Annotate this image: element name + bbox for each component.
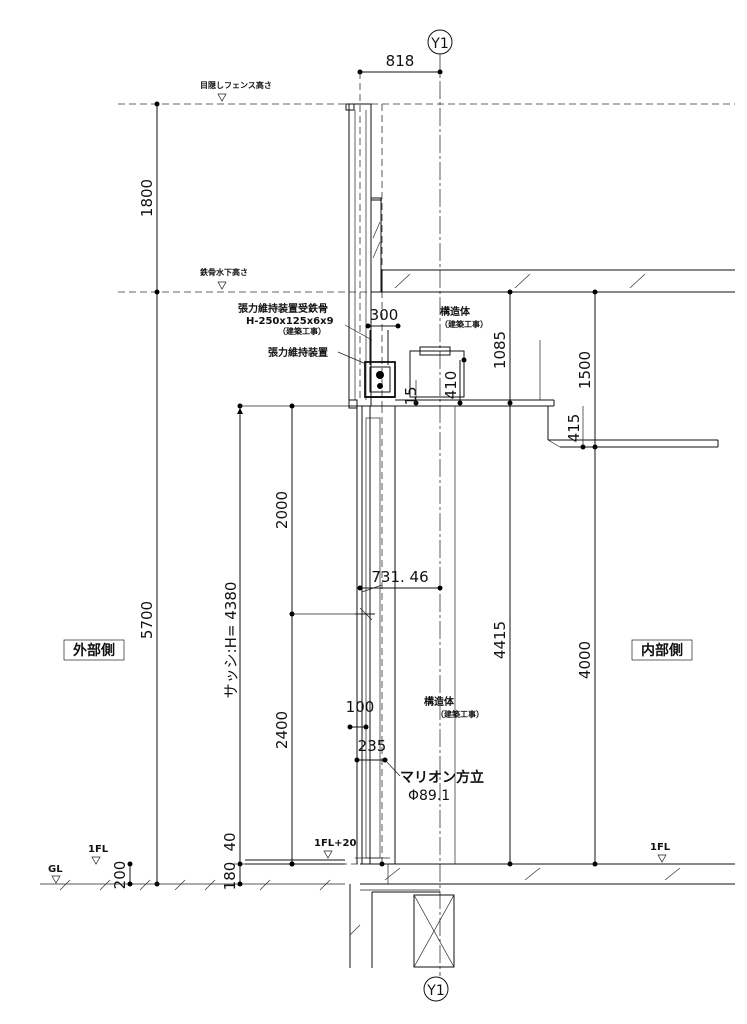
svg-text:2000: 2000 [273,491,291,529]
fl-right-label: 1FL [650,842,671,853]
dim-bottom: 200 180 40 [111,832,243,890]
slab-right: 415 [547,406,719,450]
fence-height-label: 目隠しフェンス高さ [200,80,272,90]
grid-label-bottom: Y1 [426,983,444,999]
svg-text:4000: 4000 [576,641,594,679]
dim-1085-1500: 1085 1500 [491,289,598,447]
tension-beam-label: 張力維持装置受鉄骨 [238,302,328,315]
svg-text:1500: 1500 [576,351,594,389]
dim-100-235: 100 235 マリオン方立 Φ89.1 [346,698,484,804]
gl-label: GL [48,864,63,875]
svg-text:40: 40 [221,832,239,851]
foundation [349,884,455,968]
structure-mid-label: 構造体 [424,695,455,708]
sash-height-label: サッシ:H= 4380 [222,582,240,699]
gl-fl-markers: GL 1FL 1FL+20 1FL [48,838,671,884]
svg-text:415: 415 [565,414,583,443]
tension-device-label: 張力維持装置 [268,346,328,359]
svg-text:300: 300 [370,306,399,324]
structure-upper: 構造体 （建築工事） [395,305,555,407]
sash-column [348,399,395,864]
svg-text:1800: 1800 [138,179,156,217]
ground-hatch [59,879,345,891]
tension-labels: 張力維持装置受鉄骨 H-250x125x6x9 （建築工事） 張力維持装置 [238,302,373,365]
level-marker-steel: 鉄骨水下高さ [200,267,248,290]
tension-beam-note: （建築工事） [278,326,326,336]
dim-410-15: 410 15 [402,360,461,406]
svg-text:180: 180 [221,862,239,891]
side-labels: 外部側 内部側 [63,639,693,661]
fl-left-label: 1FL [88,844,109,855]
steel-underside-label: 鉄骨水下高さ [200,267,248,277]
svg-text:4415: 4415 [491,621,509,659]
structure-mid-note: （建築工事） [436,709,484,719]
svg-text:731. 46: 731. 46 [371,568,428,586]
floor-slab [237,857,735,891]
exterior-label: 外部側 [73,642,115,659]
svg-text:1085: 1085 [491,331,509,369]
interior-label: 内部側 [641,642,683,659]
fl-plus20-label: 1FL+20 [314,838,356,849]
svg-text:410: 410 [442,371,460,400]
tension-beam [364,330,396,398]
svg-text:200: 200 [111,861,129,890]
grid-line-y1: Y1 Y1 [423,29,453,1002]
dim-300: 300 [365,306,401,329]
structure-middle: 構造体 （建築工事） [394,406,484,864]
mullion-label: マリオン方立 [400,769,484,786]
dim-sash: サッシ:H= 4380 2000 2400 [222,403,360,867]
structure-top-label: 構造体 [440,305,471,318]
svg-text:2400: 2400 [273,711,291,749]
structure-top-note: （建築工事） [440,319,488,329]
grid-label-top: Y1 [430,36,448,52]
svg-text:235: 235 [358,737,387,755]
mullion-size: Φ89.1 [408,788,450,804]
dim-4415-4000: 4415 4000 [491,403,598,867]
level-marker-fence: 目隠しフェンス高さ [200,80,272,102]
svg-text:15: 15 [402,386,420,405]
dim-818: 818 [357,52,443,75]
dim-731: 731. 46 [357,568,443,591]
dim-left-main: 1800 5700 [138,101,160,887]
svg-text:818: 818 [386,52,415,70]
level-lines [40,103,735,885]
tension-beam-size: H-250x125x6x9 [246,316,334,327]
svg-text:100: 100 [346,698,375,716]
fence-wall [345,72,383,407]
svg-text:5700: 5700 [138,601,156,639]
roof-slab [381,269,735,293]
